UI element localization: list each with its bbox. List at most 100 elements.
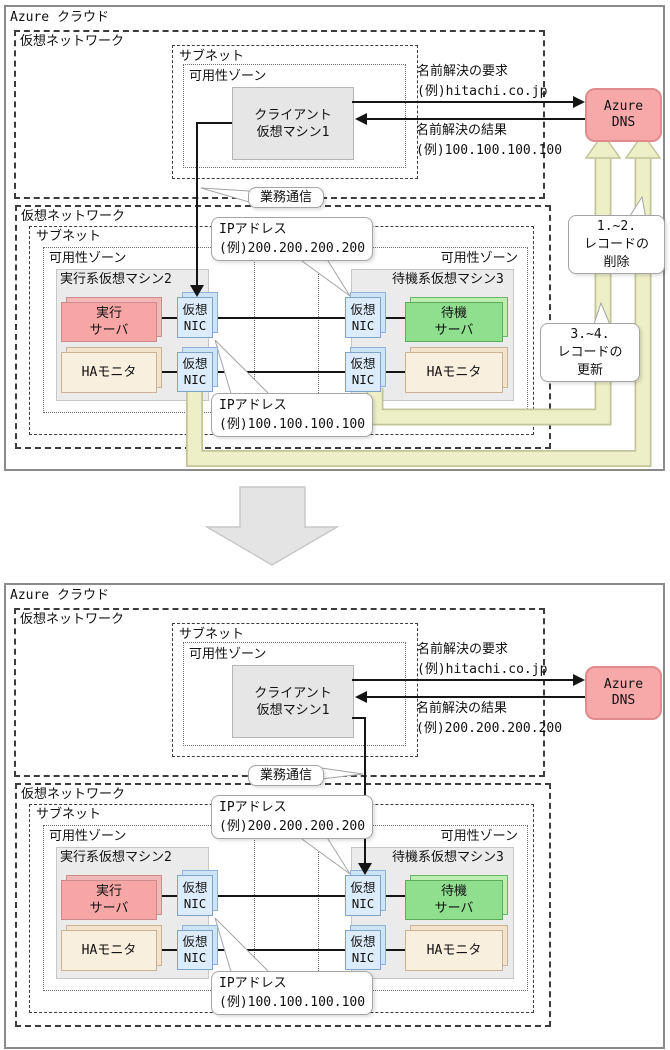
client-vm-line2: 仮想マシン1 <box>256 124 330 140</box>
vnet1-label: 仮想ネットワーク <box>20 612 125 627</box>
vnet2-label: 仮想ネットワーク <box>21 209 126 224</box>
exec-server-box: 実行サーバ <box>61 297 162 342</box>
subnet1-box <box>172 45 418 179</box>
vm3-label: 待機系仮想マシン3 <box>392 850 504 865</box>
zone-left-label: 可用性ゾーン <box>49 829 127 844</box>
ip-callout-bottom: IPアドレス (例)100.100.100.100 <box>211 393 374 437</box>
transition-arrow <box>204 486 340 566</box>
subnet1-box <box>172 623 418 757</box>
vm2-label: 実行系仮想マシン2 <box>60 272 172 287</box>
biz-connector-vertical <box>364 717 366 864</box>
record-update-path <box>368 152 610 424</box>
biz-callout-tail <box>320 767 364 780</box>
result-label: 名前解決の結果 (例)100.100.100.100 <box>416 121 562 161</box>
vnet2-label: 仮想ネットワーク <box>21 787 126 802</box>
subnet2-label: サブネット <box>36 807 102 822</box>
zone-left-label: 可用性ゾーン <box>49 251 127 266</box>
vm2-label: 実行系仮想マシン2 <box>60 850 172 865</box>
azure-cloud-label: Azure クラウド <box>10 588 109 603</box>
client-vm-box: クライアント 仮想マシン1 <box>232 665 354 738</box>
ha-monitor-left-box: HAモニタ <box>61 925 162 971</box>
client-vm-line1: クライアント <box>254 107 332 123</box>
zone1-label: 可用性ゾーン <box>189 647 267 662</box>
request-arrow-line <box>352 101 574 103</box>
nic-top-connector <box>157 317 405 319</box>
record-delete-callout: 1.~2. レコードの 削除 <box>568 215 665 274</box>
biz-callout: 業務通信 <box>248 187 324 208</box>
zone-left-box <box>43 825 255 991</box>
biz-arrowhead-icon <box>190 285 204 297</box>
request-arrow-line <box>352 679 574 681</box>
ip-bottom-callout-tail <box>214 339 274 398</box>
subnet1-label: サブネット <box>179 49 245 64</box>
zone-right-label: 可用性ゾーン <box>440 251 518 266</box>
client-vm-box: クライアント 仮想マシン1 <box>232 87 354 160</box>
result-arrow-line <box>366 696 585 698</box>
down-arrow-icon <box>204 486 340 566</box>
result-label: 名前解決の結果 (例)200.200.200.200 <box>416 699 562 739</box>
azure-cloud-label: Azure クラウド <box>10 10 109 25</box>
result-arrowhead-icon <box>355 113 367 125</box>
nic-bottom-connector <box>157 371 405 373</box>
result-example: (例)100.100.100.100 <box>416 143 563 158</box>
ha-monitor-left-box: HAモニタ <box>61 347 162 393</box>
record-delete-path <box>187 152 650 466</box>
nic-bottom-connector <box>157 949 405 951</box>
request-arrowhead-icon <box>573 96 585 108</box>
ip-callout-top: IPアドレス (例)200.200.200.200 <box>211 795 374 839</box>
zone1-box <box>183 642 406 746</box>
diagram-after-failover: Azure クラウド 仮想ネットワーク サブネット 可用性ゾーン クライアント … <box>0 578 670 1050</box>
biz-arrowhead-icon <box>358 863 372 875</box>
request-arrowhead-icon <box>573 674 585 686</box>
biz-connector-horizontal <box>197 122 232 124</box>
azure-dns-box: Azure DNS <box>585 666 662 720</box>
biz-connector-horizontal <box>352 717 366 719</box>
azure-dns-line2: DNS <box>611 693 636 708</box>
subnet1-label: サブネット <box>179 627 245 642</box>
ha-monitor-right-box: HAモニタ <box>405 347 508 393</box>
vm3-label: 待機系仮想マシン3 <box>392 272 504 287</box>
result-example: (例)200.200.200.200 <box>416 721 563 736</box>
subnet2-label: サブネット <box>36 229 102 244</box>
result-arrowhead-icon <box>355 691 367 703</box>
ha-monitor-right-box: HAモニタ <box>405 925 508 971</box>
request-label: 名前解決の要求 (例)hitachi.co.jp <box>417 642 548 677</box>
zone-right-box <box>318 825 528 991</box>
result-arrow-line <box>366 118 585 120</box>
azure-dns-line1: Azure <box>603 677 644 692</box>
biz-callout: 業務通信 <box>248 765 324 786</box>
zone-left-box <box>43 247 255 413</box>
nic-top-connector <box>157 895 405 897</box>
azure-dns-line1: Azure <box>603 99 644 114</box>
record-path-overlay <box>186 132 662 467</box>
client-vm-line2: 仮想マシン1 <box>256 702 330 718</box>
zone-right-label: 可用性ゾーン <box>440 829 518 844</box>
ip-bottom-callout-tail <box>214 917 274 976</box>
zone1-label: 可用性ゾーン <box>189 69 267 84</box>
ip-callout-bottom: IPアドレス (例)100.100.100.100 <box>211 971 374 1015</box>
zone1-box <box>183 64 406 168</box>
client-vm-line1: クライアント <box>254 685 332 701</box>
ip-callout-top: IPアドレス (例)200.200.200.200 <box>211 217 374 261</box>
standby-server-box: 待機サーバ <box>405 297 508 342</box>
azure-dns-box: Azure DNS <box>585 88 662 142</box>
record-update-callout: 3.~4. レコードの 更新 <box>540 323 640 382</box>
vnet1-label: 仮想ネットワーク <box>20 34 125 49</box>
diagram-before-failover: Azure クラウド 仮想ネットワーク サブネット 可用性ゾーン クライアント … <box>0 0 670 480</box>
biz-callout-tail <box>200 187 250 203</box>
exec-server-box: 実行サーバ <box>61 875 162 920</box>
azure-dns-line2: DNS <box>611 115 636 130</box>
record-update-arrowhead-icon <box>584 132 622 159</box>
standby-server-box: 待機サーバ <box>405 875 508 920</box>
record-delete-arrowhead-icon <box>624 132 662 159</box>
biz-connector-vertical <box>196 122 198 286</box>
